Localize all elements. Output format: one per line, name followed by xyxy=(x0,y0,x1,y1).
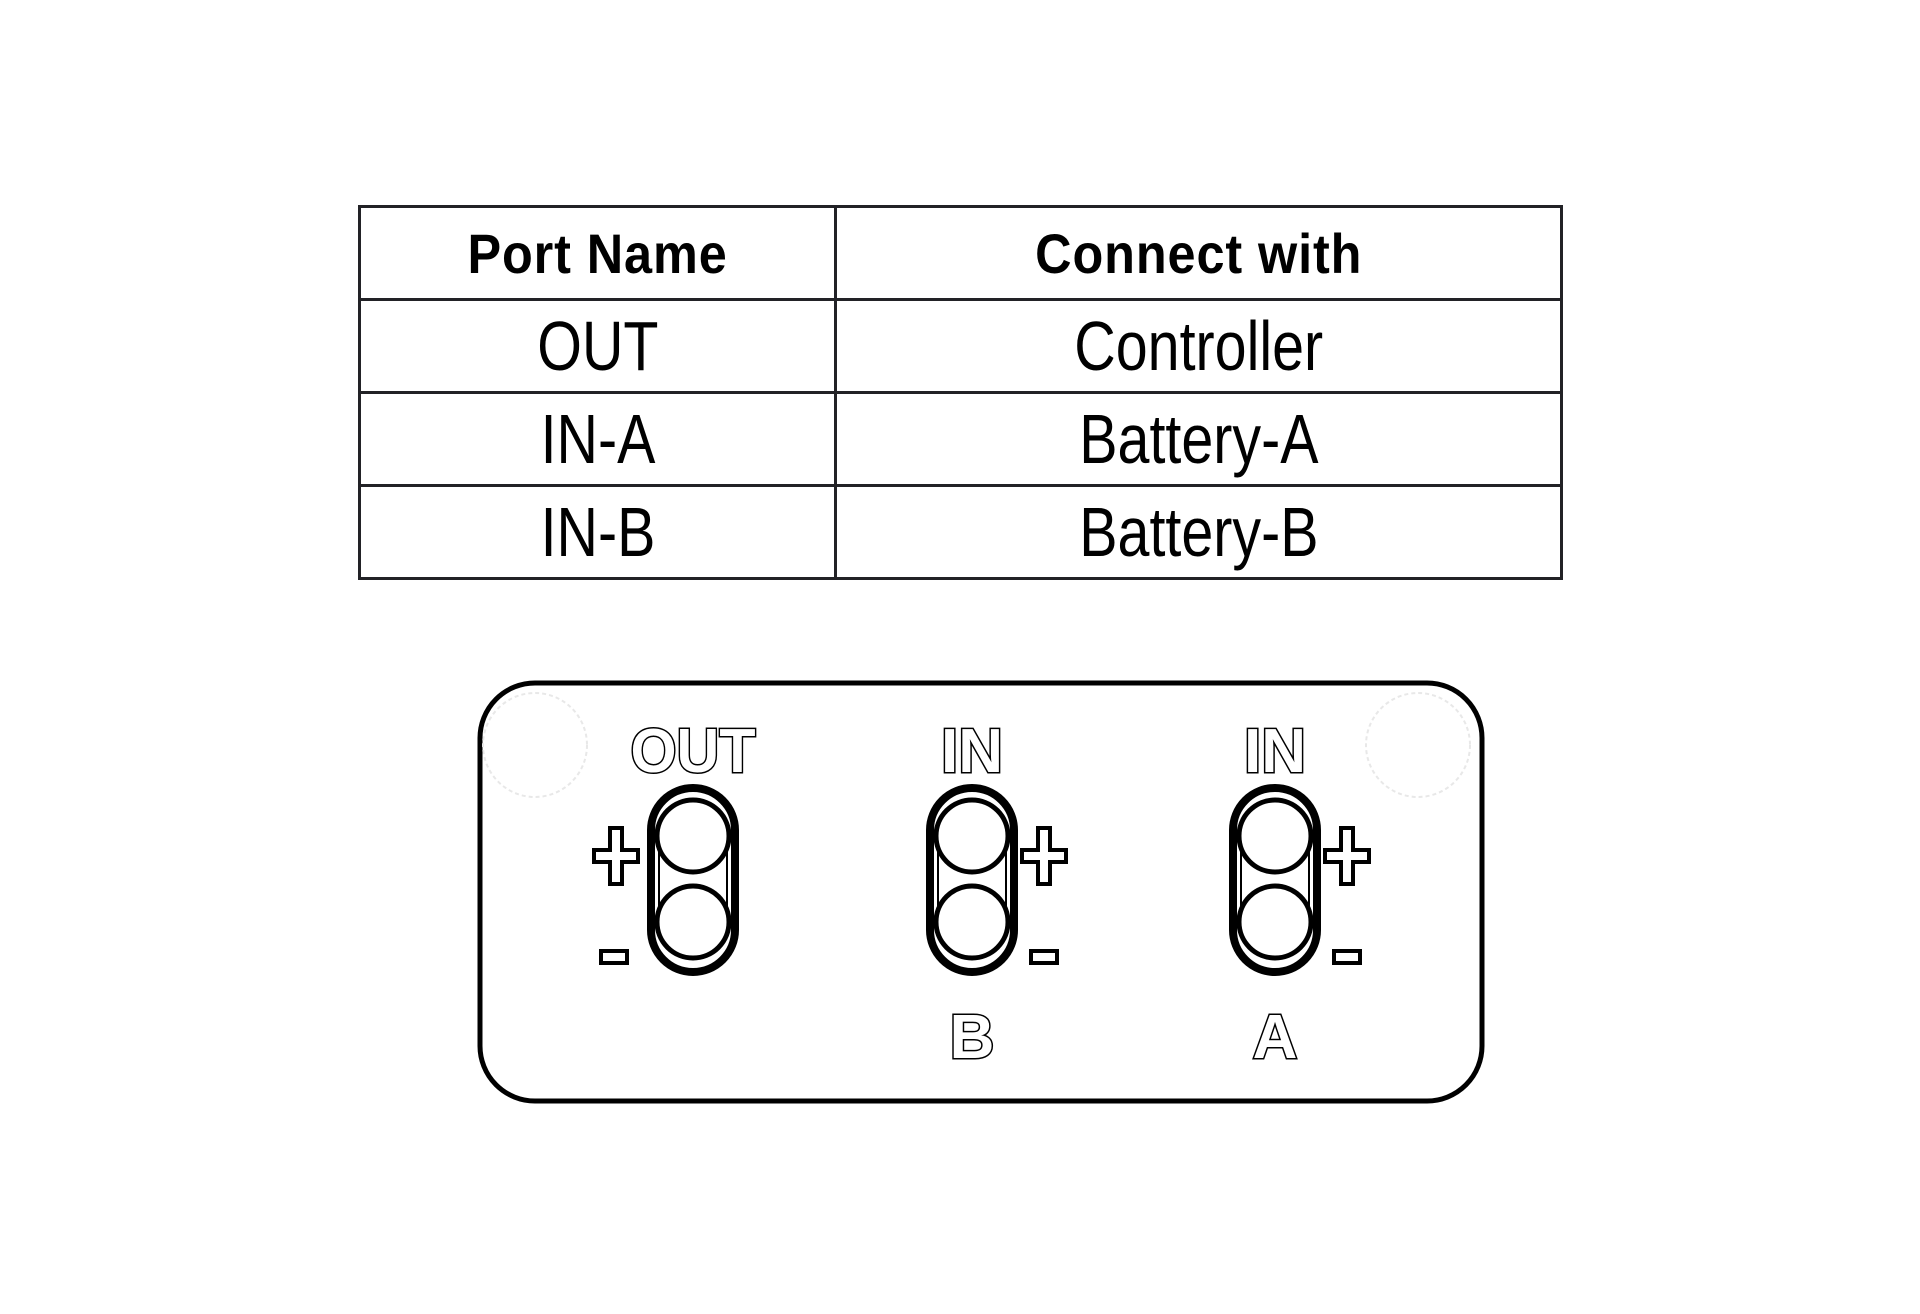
port-out-terminal xyxy=(647,784,739,976)
port-in-a-terminal xyxy=(1229,784,1321,976)
header-connect-with: Connect with xyxy=(834,205,1563,301)
cell-port-text: IN-A xyxy=(540,400,655,478)
port-in-a: IN A xyxy=(1229,716,1371,1074)
table-row: IN-A Battery-A xyxy=(358,391,1563,487)
table-row: OUT Controller xyxy=(358,298,1563,394)
positive-hole xyxy=(1236,797,1314,875)
cell-connect: Controller xyxy=(834,298,1563,394)
cell-port: IN-A xyxy=(358,391,837,487)
cell-connect-text: Battery-B xyxy=(1078,493,1319,571)
port-in-b: IN B xyxy=(926,716,1068,1074)
minus-icon xyxy=(599,949,629,965)
port-in-b-terminal xyxy=(926,784,1018,976)
cell-connect: Battery-B xyxy=(834,484,1563,580)
cell-connect-text: Battery-A xyxy=(1078,400,1319,478)
cell-connect: Battery-A xyxy=(834,391,1563,487)
port-out-label: OUT xyxy=(631,717,756,786)
cell-port-text: IN-B xyxy=(540,493,655,571)
mounting-hole-left xyxy=(482,692,588,798)
header-connect-with-text: Connect with xyxy=(1034,221,1363,285)
table-row: IN-B Battery-B xyxy=(358,484,1563,580)
negative-hole xyxy=(654,883,732,961)
mounting-hole-right xyxy=(1365,692,1471,798)
header-port-name: Port Name xyxy=(358,205,837,301)
port-in-a-bottom-label: A xyxy=(1253,1003,1298,1072)
plus-icon xyxy=(1323,826,1371,886)
port-connection-table: Port Name Connect with OUT Controller IN… xyxy=(358,205,1563,580)
plus-icon xyxy=(1020,826,1068,886)
plus-icon xyxy=(592,826,640,886)
port-in-b-top-label: IN xyxy=(941,717,1003,786)
header-port-name-text: Port Name xyxy=(467,221,728,285)
port-in-a-top-label: IN xyxy=(1244,717,1306,786)
positive-hole xyxy=(933,797,1011,875)
cell-port: IN-B xyxy=(358,484,837,580)
port-out: OUT xyxy=(592,716,757,976)
positive-hole xyxy=(654,797,732,875)
minus-icon xyxy=(1332,949,1362,965)
cell-port-text: OUT xyxy=(536,307,659,385)
minus-icon xyxy=(1029,949,1059,965)
cell-connect-text: Controller xyxy=(1074,307,1323,385)
negative-hole xyxy=(1236,883,1314,961)
negative-hole xyxy=(933,883,1011,961)
cell-port: OUT xyxy=(358,298,837,394)
port-in-b-bottom-label: B xyxy=(950,1003,995,1072)
table-header-row: Port Name Connect with xyxy=(358,205,1563,301)
